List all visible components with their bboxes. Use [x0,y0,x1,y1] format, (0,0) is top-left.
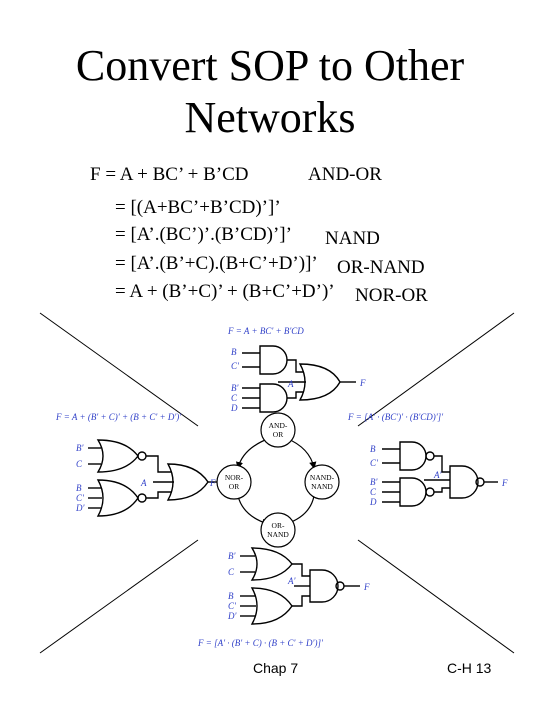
and-or-labels: B C' B' C D A F [230,347,366,413]
nand-nand-labels: B C' B' C D A' F [369,444,508,507]
or-nand-labels: B' C B C' D' A' F [227,551,370,621]
top-input-5: D [230,403,238,413]
center-cycle: AND- OR NAND- NAND OR- NAND NOR- OR [216,412,340,548]
node-or-nand-line2: NAND [267,530,289,539]
right-label-a-not: A' [433,470,442,480]
nor-gate-1 [96,439,139,473]
and-gate-1 [259,345,288,375]
bottom-input-1: B' [228,551,236,561]
nor-bubble-2 [137,493,147,503]
bottom-input-3: B [228,591,234,601]
node-and-or-line2: OR [273,430,283,439]
equation-line-4: = A + (B’+C)’ + (B+C’+D’)’ [115,281,335,302]
tag-and-or: AND-OR [308,164,382,185]
nor-or-network [88,439,224,517]
left-input-3: B [76,483,82,493]
conversion-diagram: F = A + BC' + B'CD F = A + (B' + C)' + (… [39,312,515,654]
nand-gate-b [309,569,339,603]
or-gate-b1 [250,547,293,581]
top-formula: F = A + BC' + B'CD [227,326,304,336]
left-input-5: D' [75,503,85,513]
arrow-left-bottom [237,495,270,526]
right-formula: F = [A' · (BC')' · (B'CD)']' [347,412,444,422]
left-input-4: C' [76,493,85,503]
left-label-f: F [209,478,216,488]
nand-gate-2 [399,477,427,507]
left-input-1: B' [76,443,84,453]
equation-f: F = A + BC’ + B’CD [90,164,249,185]
title-line-1: Convert SOP to Other [75,41,465,90]
node-and-or-line1: AND- [269,421,288,430]
nor-gate-2 [96,479,139,517]
node-nor-or-line1: NOR- [225,473,244,482]
node-or-nand-line1: OR- [272,521,285,530]
slide-title: Convert SOP to Other Networks [0,40,540,144]
top-input-2: C' [231,361,240,371]
tag-nor-or: NOR-OR [355,285,428,306]
node-nand-nand [304,464,340,500]
tag-nand: NAND [325,228,380,249]
node-or-nand [260,512,296,548]
right-input-4: C [370,487,377,497]
and-gate-2 [259,383,288,413]
right-input-1: B [370,444,376,454]
footer-chapter: Chap 7 [253,660,299,676]
right-input-3: B' [370,477,378,487]
title-line-2: Networks [184,93,356,142]
diagonal-dividers [39,312,515,654]
top-input-1: B [231,347,237,357]
bottom-input-4: C' [228,601,237,611]
bottom-formula: F = [A' · (B' + C) · (B + C' + D')]' [197,638,324,648]
equation-line-3: = [A’.(B’+C).(B+C’+D’)]’ [115,253,318,274]
bottom-label-f: F [363,582,370,592]
top-input-3: B' [231,383,239,393]
node-nand-nand-line1: NAND- [310,473,335,482]
nor-or-labels: B' C B C' D' A F [75,443,216,513]
left-input-2: C [76,459,83,469]
right-label-f: F [501,478,508,488]
arrow-top-left [235,437,271,470]
bottom-label-a-not: A' [287,576,296,586]
node-nand-nand-line2: NAND [311,482,333,491]
top-input-4: C [231,393,238,403]
bottom-input-2: C [228,567,235,577]
right-input-2: C' [370,458,379,468]
right-input-5: D [369,497,377,507]
node-and-or [260,412,296,448]
nor-bubble-1 [137,451,147,461]
equation-line-1: = [(A+BC’+B’CD)’]’ [115,197,281,218]
left-label-a: A [140,478,147,488]
top-label-f: F [359,378,366,388]
or-gate-b2 [250,587,293,625]
footer-page-number: C-H 13 [447,660,492,676]
left-formula: F = A + (B' + C)' + (B + C' + D')' [55,412,182,422]
node-nor-or [216,464,252,500]
nand-nand-network [382,441,498,507]
nand-gate-1 [399,441,427,471]
tag-or-nand: OR-NAND [337,257,425,278]
nand-gate-3 [449,465,479,499]
top-label-a: A [287,379,294,389]
or-nand-network [240,547,360,625]
node-nor-or-line2: OR [229,482,239,491]
bottom-input-5: D' [227,611,237,621]
and-or-network [242,345,356,413]
equation-line-2: = [A’.(BC’)’.(B’CD)’]’ [115,224,292,245]
